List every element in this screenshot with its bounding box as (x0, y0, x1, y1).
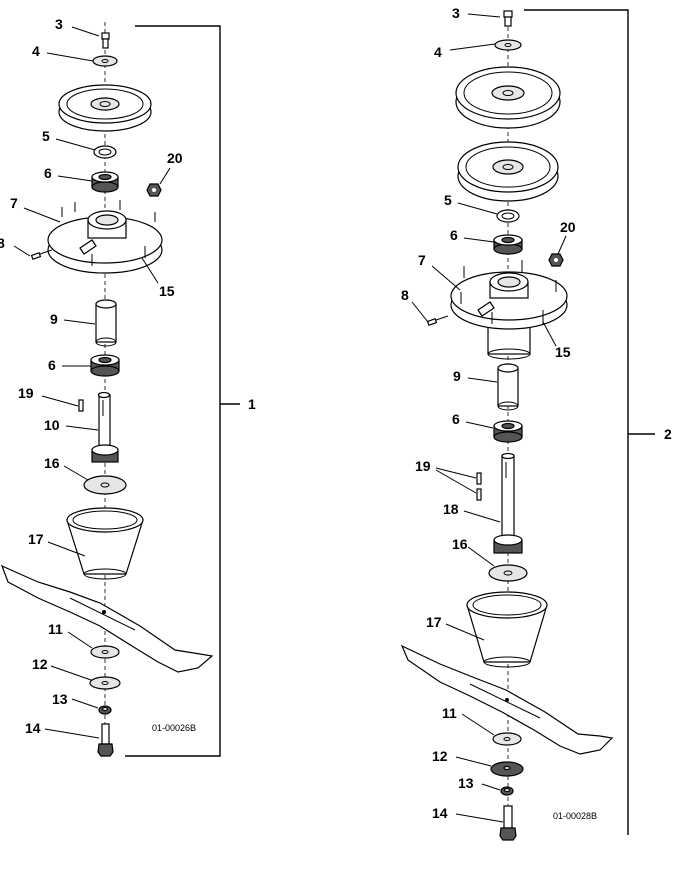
pulley-part (457, 141, 559, 202)
assembly-bracket (125, 25, 221, 757)
washer-part (490, 761, 524, 777)
blade-bolt-part (499, 805, 517, 841)
bearing-part (493, 420, 523, 443)
blade-cup-part (66, 507, 144, 580)
callout-label: 16 (452, 536, 468, 552)
callout-label: 11 (48, 621, 63, 637)
callout-label: 20 (167, 150, 183, 166)
callout-label: 12 (432, 748, 448, 764)
callout-label: 12 (32, 656, 48, 672)
nut-part (146, 183, 162, 197)
key-part (78, 399, 84, 412)
spacer-ring-part (93, 145, 117, 159)
bolt-part (503, 10, 513, 27)
mower-blade-part (0, 564, 214, 673)
assembly-bracket (524, 9, 629, 835)
callout-label: 6 (48, 357, 56, 373)
washer-part (92, 55, 118, 67)
washer-part (90, 645, 120, 659)
callout-label: 6 (44, 165, 52, 181)
bearing-part (90, 354, 120, 377)
callout-label: 9 (453, 368, 461, 384)
callout-label: 6 (450, 227, 458, 243)
callout-label: 17 (426, 614, 442, 630)
washer-part (492, 732, 522, 746)
key-part (476, 472, 482, 485)
right-assembly: 3 4 5 20 6 7 8 15 9 6 19 18 16 17 11 12 … (400, 5, 672, 841)
callout-label: 3 (55, 16, 63, 32)
callout-label: 5 (42, 128, 50, 144)
lock-washer-part (98, 705, 112, 715)
nut-part (548, 253, 564, 267)
callout-label: 6 (452, 411, 460, 427)
callout-label: 17 (28, 531, 44, 547)
washer-part (494, 39, 522, 51)
callout-label: 4 (32, 43, 40, 59)
spindle-housing-part (47, 200, 163, 274)
callout-label: 10 (44, 417, 60, 433)
grease-fitting-part (426, 315, 449, 327)
callout-label: 7 (10, 195, 18, 211)
callout-label: 13 (458, 775, 474, 791)
assembly-number: 2 (664, 426, 672, 442)
lock-washer-part (500, 786, 514, 796)
callout-label: 3 (452, 5, 460, 21)
washer-part (83, 475, 127, 495)
callout-label: 7 (418, 252, 426, 268)
callout-label: 18 (443, 501, 459, 517)
bolt-part (101, 32, 110, 49)
spindle-shaft-part (91, 391, 119, 463)
left-assembly: 3 4 5 6 20 7 8 15 9 6 19 10 16 17 11 12 … (0, 16, 256, 757)
assembly-number: 1 (248, 396, 256, 412)
callout-label: 4 (434, 44, 442, 60)
spindle-housing-part (450, 260, 568, 360)
drawing-code: 01-00028B (553, 811, 597, 821)
bearing-part (493, 234, 523, 255)
callout-label: 16 (44, 455, 60, 471)
blade-bolt-part (97, 723, 114, 757)
washer-part (89, 676, 121, 690)
callout-label: 11 (442, 705, 457, 721)
callout-label: 9 (50, 311, 58, 327)
callout-label: 19 (415, 458, 431, 474)
pulley-part (58, 84, 152, 132)
spacer-tube-part (497, 363, 519, 411)
callout-label: 14 (25, 720, 41, 736)
callout-label: 8 (401, 287, 409, 303)
callout-label: 8 (0, 235, 5, 251)
callout-label: 13 (52, 691, 68, 707)
bearing-part (91, 171, 119, 193)
spacer-tube-part (95, 299, 117, 347)
callout-label: 20 (560, 219, 576, 235)
callout-label: 19 (18, 385, 34, 401)
spindle-shaft-part (493, 452, 523, 554)
drawing-code: 01-00026B (152, 723, 196, 733)
grease-fitting-part (30, 249, 53, 261)
callout-label: 14 (432, 805, 448, 821)
key-part (476, 488, 482, 501)
callout-label: 5 (444, 192, 452, 208)
washer-part (488, 564, 528, 582)
callout-label: 15 (159, 283, 175, 299)
pulley-part (455, 66, 561, 129)
blade-cup-part (466, 591, 548, 668)
callout-label: 15 (555, 344, 571, 360)
spacer-ring-part (496, 209, 520, 223)
